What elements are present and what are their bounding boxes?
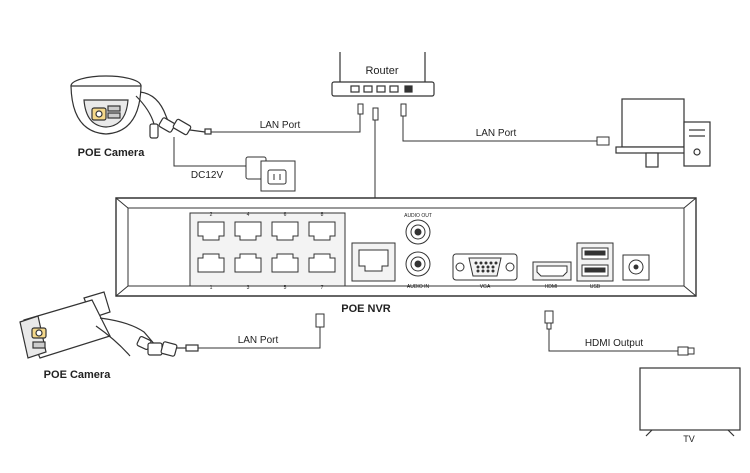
port-number-3: 3 <box>247 285 250 291</box>
port-number-4: 4 <box>247 212 250 218</box>
rj45-connector-icon <box>315 313 325 328</box>
lan-cable-pc <box>402 116 597 142</box>
bullet-camera-icon <box>19 291 199 359</box>
audio-out-port <box>405 219 431 245</box>
hdmi-label: HDMI <box>545 284 558 290</box>
router-icon <box>331 52 435 97</box>
dc12v-label: DC12V <box>191 170 224 181</box>
hdmi-port <box>532 261 572 281</box>
tv-label: TV <box>683 434 695 444</box>
audio-in-port <box>405 251 431 277</box>
port-number-2: 2 <box>210 212 213 218</box>
nvr-device: 2 4 6 8 1 3 5 7 AUDIO OUT AUDIO IN VGA <box>115 197 697 297</box>
port-number-6: 6 <box>284 212 287 218</box>
audio-out-label: AUDIO OUT <box>404 213 432 219</box>
poe-ports <box>197 221 336 273</box>
lan-cable-camera-top <box>211 114 361 133</box>
poe-camera-top-label: POE Camera <box>78 147 146 159</box>
port-number-5: 5 <box>284 285 287 291</box>
tv-icon <box>639 367 741 437</box>
lan-port-camera-top-label: LAN Port <box>260 120 301 131</box>
hdmi-cable <box>548 329 678 352</box>
port-number-1: 1 <box>210 285 213 291</box>
hdmi-connector-icon <box>544 310 554 330</box>
rj45-connector-icon <box>357 103 407 121</box>
dc-in-port <box>622 254 650 281</box>
vga-label: VGA <box>480 284 491 290</box>
lan-port-camera-bottom-label: LAN Port <box>238 335 279 346</box>
wan-port <box>358 249 389 272</box>
dc-power-cable <box>173 137 246 167</box>
power-adapter-icon <box>245 156 296 192</box>
lan-port-pc-label: LAN Port <box>476 128 517 139</box>
audio-in-label: AUDIO IN <box>407 284 430 290</box>
pc-icon <box>615 98 711 168</box>
router-label: Router <box>365 65 398 77</box>
hdmi-output-label: HDMI Output <box>585 338 644 349</box>
poe-nvr-label: POE NVR <box>341 303 391 315</box>
vga-port <box>452 253 518 281</box>
poe-camera-bottom-label: POE Camera <box>44 369 112 381</box>
usb-ports <box>576 242 614 282</box>
port-number-7: 7 <box>321 285 324 291</box>
port-number-8: 8 <box>321 212 324 218</box>
dome-camera-icon <box>70 75 212 139</box>
usb-label: USB <box>590 284 601 290</box>
lan-cable-camera-bottom <box>198 327 321 349</box>
